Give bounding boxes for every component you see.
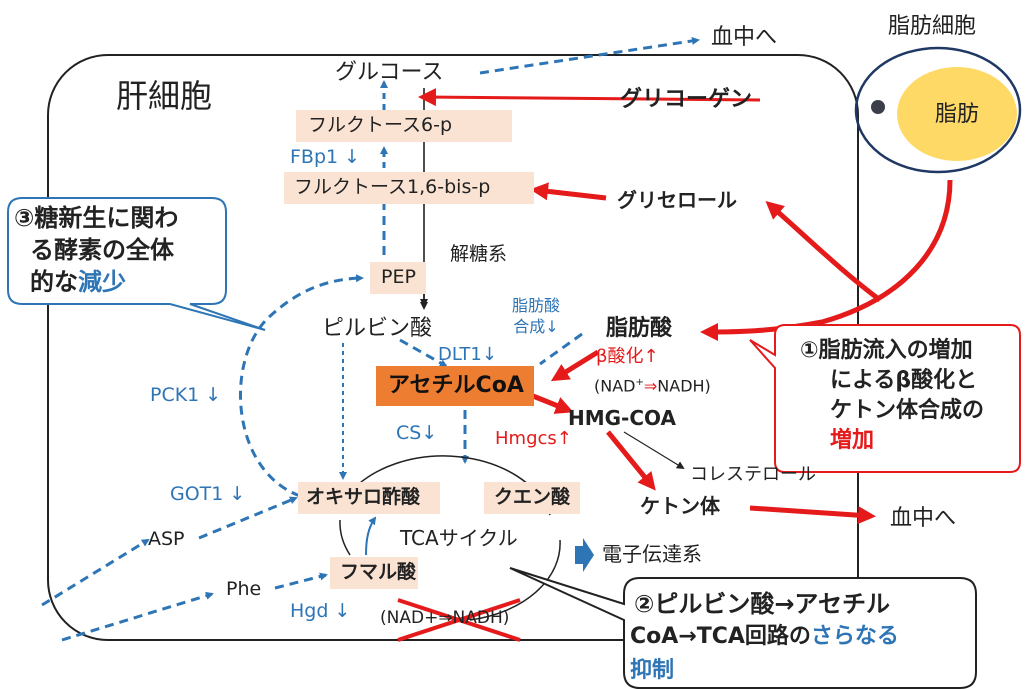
fa-synth-label: 脂肪酸 合成↓	[512, 296, 561, 336]
callout-3-shape	[7, 197, 266, 331]
nad-arrow: ⇒	[643, 376, 658, 396]
fat-label: 脂肪	[935, 102, 980, 127]
glycogen-label: グリコーゲン	[620, 87, 753, 112]
etc-arrow-icon	[575, 538, 594, 572]
fumarate-label: フマル酸	[340, 561, 417, 583]
pck1-label: PCK1 ↓	[150, 384, 222, 406]
f16bp-label: フルクトース1,6-bis-p	[294, 176, 491, 198]
f6p-label: フルクトース6-p	[308, 114, 453, 136]
acetyl-coa-label: アセチルCoA	[388, 373, 524, 398]
cs-label: CS↓	[396, 422, 438, 444]
nad-pre: (NAD	[594, 376, 636, 396]
callout-3-line-1: ③糖新生に関わ	[14, 204, 179, 232]
tca-label: TCAサイクル	[400, 526, 518, 550]
fat-droplet	[897, 67, 1017, 161]
callout-3-line-3b: 減少	[78, 268, 126, 296]
f6p-box	[296, 110, 512, 142]
callout-2-shape	[509, 567, 977, 689]
callout-1-line-2: によるβ酸化と	[830, 368, 978, 393]
glycolysis-label: 解糖系	[450, 243, 508, 265]
oxaloacetate-box	[298, 482, 440, 514]
fumarate-box	[330, 557, 418, 589]
hgd-label: Hgd ↓	[290, 600, 351, 622]
fbp1-label: FBp1 ↓	[290, 146, 361, 168]
got1-label: GOT1 ↓	[170, 483, 246, 505]
pep-label: PEP	[381, 266, 416, 288]
citrate-box	[484, 482, 580, 514]
callout-3-line-3: 的な減少	[30, 270, 126, 294]
callout-3-line-3a: 的な	[30, 268, 78, 296]
callout-2-line-2: CoA→TCA回路のさらなる	[630, 626, 899, 648]
glycerol-label: グリセロール	[617, 188, 737, 212]
etc-label: 電子伝達系	[602, 542, 702, 566]
beta-ox-label: β酸化↑	[596, 346, 659, 367]
callout-2-line-3: 抑制	[630, 658, 675, 683]
nucleus	[871, 100, 885, 114]
blood-label-1: 血中へ	[711, 25, 778, 50]
callout-1-shape	[749, 324, 1021, 473]
pep-box	[370, 262, 426, 294]
fatty-acid-label: 脂肪酸	[606, 316, 673, 341]
liver-cell-label: 肝細胞	[116, 77, 213, 115]
callout-1-line-3: ケトン体合成の	[830, 398, 985, 423]
fat-cell-label: 脂肪細胞	[888, 14, 977, 39]
callout-1-line-4: 増加	[830, 428, 875, 453]
callout-2-line-2b: さらなる	[810, 624, 899, 649]
callout-2-line-1: ②ピルビン酸→アセチル	[634, 590, 890, 618]
nad-label: (NAD+⇒NADH)	[594, 378, 711, 394]
nad-sup: +	[635, 377, 644, 388]
nad-post: NADH)	[657, 376, 711, 396]
oxaloacetate-label: オキサロ酢酸	[306, 486, 421, 508]
dlt1-label: DLT1↓	[438, 344, 497, 365]
callout-1-line-1: ①脂肪流入の増加	[800, 338, 973, 363]
nadh-crossed-label: (NAD+⇒NADH)	[380, 608, 510, 628]
hmg-coa-label: HMG-COA	[568, 406, 676, 430]
cholesterol-label: コレステロール	[690, 464, 816, 485]
glucose-label: グルコース	[335, 60, 444, 85]
callout-3-line-2: る酵素の全体	[30, 236, 174, 264]
blood-label-2: 血中へ	[890, 506, 957, 531]
callout-2-line-2a: CoA→TCA回路の	[630, 624, 811, 649]
asp-label: ASP	[148, 528, 185, 550]
pyruvate-label: ピルビン酸	[322, 316, 433, 341]
f16bp-box	[284, 172, 534, 204]
phe-label: Phe	[226, 578, 262, 600]
ketone-label: ケトン体	[640, 494, 720, 518]
acetyl-coa-box	[376, 366, 534, 406]
citrate-label: クエン酸	[494, 486, 571, 508]
hmgcs-label: Hmgcs↑	[495, 428, 572, 449]
fat-cell-outline	[854, 46, 1022, 174]
